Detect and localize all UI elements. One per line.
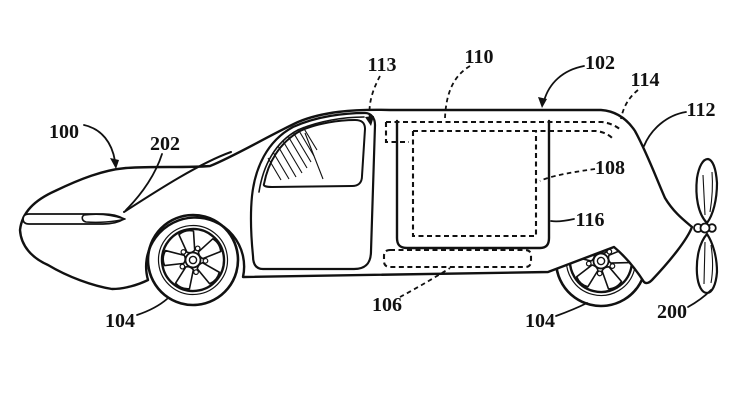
ref-label-104-front: 104	[105, 310, 135, 332]
ref-label-113: 113	[368, 54, 397, 76]
ref-label-200: 200	[657, 301, 687, 323]
ref-label-116: 116	[576, 209, 605, 231]
leader-line-116	[550, 218, 575, 223]
inner-compartment-dashed-top	[413, 129, 615, 141]
leader-line-202	[125, 153, 163, 211]
headlight-slit-inner	[81, 213, 126, 224]
rear-propeller	[693, 157, 719, 295]
roof-compartment-dashed-notch	[384, 122, 409, 144]
ref-label-112: 112	[687, 99, 716, 121]
door-window	[262, 119, 366, 188]
ref-label-108: 108	[595, 157, 625, 179]
ref-label-110: 110	[465, 46, 494, 68]
propeller-upper-blade	[695, 157, 719, 225]
ref-label-114: 114	[631, 69, 660, 91]
vehicle-body-outline	[18, 108, 694, 291]
roof-compartment-dashed-top	[386, 120, 622, 131]
propeller-lower-blade	[695, 232, 719, 295]
cabin-door-outline	[249, 111, 377, 271]
window-glass-hatching	[267, 126, 324, 181]
leader-line-100	[83, 124, 116, 162]
ref-label-100: 100	[49, 121, 79, 143]
leader-arrowhead-100	[110, 158, 119, 169]
inner-compartment-dashed-box	[411, 131, 538, 238]
ref-label-202: 202	[150, 133, 180, 155]
underbody-compartment-dashed-box	[382, 248, 533, 269]
leader-line-110	[444, 65, 471, 119]
leader-line-104-front	[136, 298, 168, 316]
front-body-crease-line	[123, 151, 232, 213]
leader-line-200	[687, 289, 712, 308]
propeller-lower-blade-lines	[703, 241, 714, 285]
ref-label-104-rear: 104	[525, 310, 555, 332]
leader-line-102	[543, 65, 585, 102]
leader-line-108	[539, 168, 596, 182]
leader-arrowhead-113	[365, 116, 374, 126]
leader-line-104-rear	[555, 302, 588, 317]
leader-arrowhead-102	[538, 97, 547, 108]
cargo-bay-door-outline	[395, 119, 551, 250]
propeller-hub	[693, 222, 717, 234]
propeller-upper-blade-lines	[702, 171, 713, 216]
ref-label-106: 106	[372, 294, 402, 316]
leader-line-113	[368, 75, 381, 120]
leader-line-114	[620, 89, 639, 120]
ref-label-102: 102	[585, 52, 615, 74]
leader-line-112	[643, 111, 687, 147]
